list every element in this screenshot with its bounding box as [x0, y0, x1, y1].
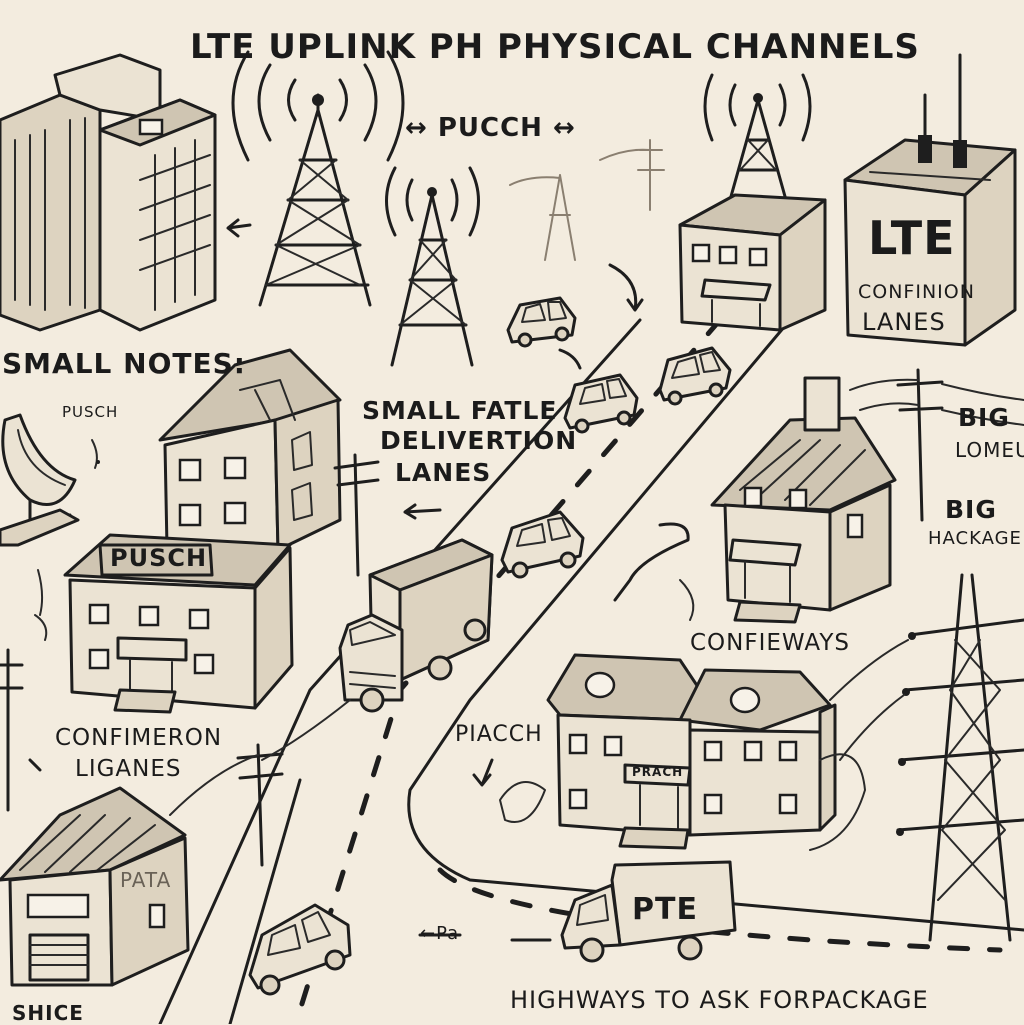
distant-poles [509, 139, 665, 261]
highways-label: HIGHWAYS TO ASK FORPACKAGE [510, 986, 929, 1014]
confinion-line2: LANES [862, 308, 946, 336]
satellite-dish [0, 413, 80, 547]
cell-tower-right [703, 73, 812, 202]
small-notes-label: SMALL NOTES: [2, 347, 246, 380]
pte-van [560, 860, 737, 963]
confieways-label: CONFIEWAYS [690, 630, 850, 656]
bottom-left-label: SHICE [12, 1001, 84, 1025]
diagram-title: LTE UPLINK PH PHYSICAL CHANNELS [190, 27, 920, 67]
lte-building [843, 53, 1017, 347]
pata-garage [0, 786, 190, 987]
cell-tower-small [385, 166, 480, 367]
car-2 [658, 346, 732, 406]
office-towers [0, 53, 217, 332]
utility-poles [0, 368, 1024, 867]
big-line3: BIG [945, 495, 997, 524]
prach-building-sign: PRACH [632, 765, 684, 779]
confiemron-line1: CONFIMERON [55, 725, 223, 751]
big-line1: BIG [958, 403, 1010, 432]
small-store-building [678, 193, 827, 332]
pata-garage-sign: PATA [120, 868, 172, 892]
small-fast-lanes-line3: LANES [395, 458, 492, 487]
car-3 [563, 373, 639, 434]
car-4 [500, 510, 585, 579]
small-fast-lanes-line1: SMALL FATLE [362, 396, 558, 425]
arrows-and-scribbles [28, 218, 695, 942]
lte-building-sign: LTE [868, 211, 956, 265]
confinion-line1: CONFINION [858, 281, 975, 303]
twin-houses [499, 653, 866, 851]
pte-truck-sign: PTE [632, 892, 698, 927]
big-line4: HACKAGE [928, 528, 1022, 549]
cell-tower-large [231, 50, 405, 307]
pusch-building [63, 533, 294, 714]
car-1 [506, 296, 577, 348]
confiemron-line2: LIGANES [75, 756, 182, 782]
pucch-top-label: ↔ PUCCH ↔ [405, 113, 576, 143]
small-fast-lanes-line2: DELIVERTION [380, 426, 578, 455]
gable-house-left [158, 348, 342, 552]
prach-label: PIACCH [455, 722, 543, 747]
pa-arrow-label: ←Pa [420, 923, 460, 944]
pusch-small-label: PUSCH [62, 403, 119, 421]
car-5 [248, 903, 352, 996]
pusch-building-sign: PUSCH [110, 544, 208, 572]
big-line2: LOMEU [955, 438, 1024, 462]
chimney-house [710, 376, 897, 624]
delivery-truck [338, 538, 494, 713]
power-pylon [829, 573, 1024, 942]
